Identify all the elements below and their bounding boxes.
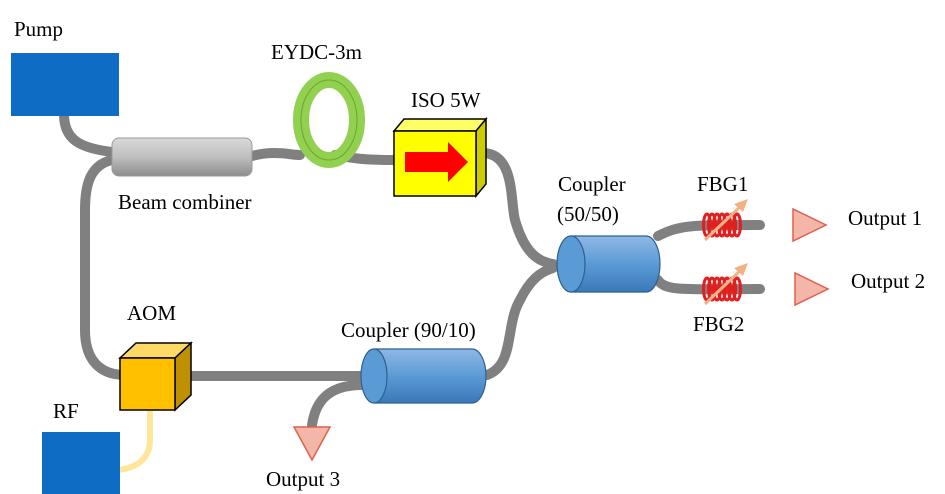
beam-combiner-label: Beam combiner [118, 190, 252, 214]
fbg1 [702, 199, 748, 242]
coupler-5050 [556, 235, 661, 293]
output2-label: Output 2 [851, 269, 925, 293]
fbg2-tuning-arrow-icon [703, 267, 744, 306]
output3-triangle-icon [292, 426, 332, 462]
rf-cable [115, 405, 153, 473]
fiber-combiner-to-coil [247, 148, 305, 161]
output1-label: Output 1 [848, 206, 922, 230]
coupler-5050-label-line1: Coupler [558, 172, 626, 196]
output2-triangle-icon [794, 271, 830, 307]
eydc-label: EYDC-3m [271, 40, 362, 64]
fiber-pump-to-combiner [59, 109, 117, 157]
fiber-coupler-to-output3 [307, 380, 367, 430]
isolator-arrow-icon [405, 142, 468, 182]
aom-label: AOM [127, 301, 176, 325]
pump-label: Pump [14, 17, 63, 41]
rf-label: RF [53, 399, 79, 423]
output3-label: Output 3 [266, 467, 340, 491]
fbg2 [702, 263, 748, 306]
fbg1-tuning-arrow-icon [703, 203, 744, 242]
output1-triangle-icon [792, 207, 828, 243]
eydc-fiber-coil [293, 72, 365, 168]
fbg1-label: FBG1 [697, 172, 748, 196]
fbg2-label: FBG2 [693, 312, 744, 336]
isolator-label: ISO 5W [411, 88, 481, 112]
pump-box [11, 53, 119, 116]
fiber-isolator-to-coupler [479, 148, 558, 269]
aom [118, 341, 193, 412]
fiber-coupler-to-coupler [482, 263, 558, 380]
fiber-combiner-to-aom [80, 155, 130, 380]
coupler-5050-label-line2: (50/50) [557, 202, 619, 226]
isolator [392, 116, 488, 199]
coupler-9010 [360, 348, 487, 404]
beam-combiner [111, 137, 253, 177]
coupler-9010-label: Coupler (90/10) [341, 318, 476, 342]
rf-box [42, 432, 120, 494]
